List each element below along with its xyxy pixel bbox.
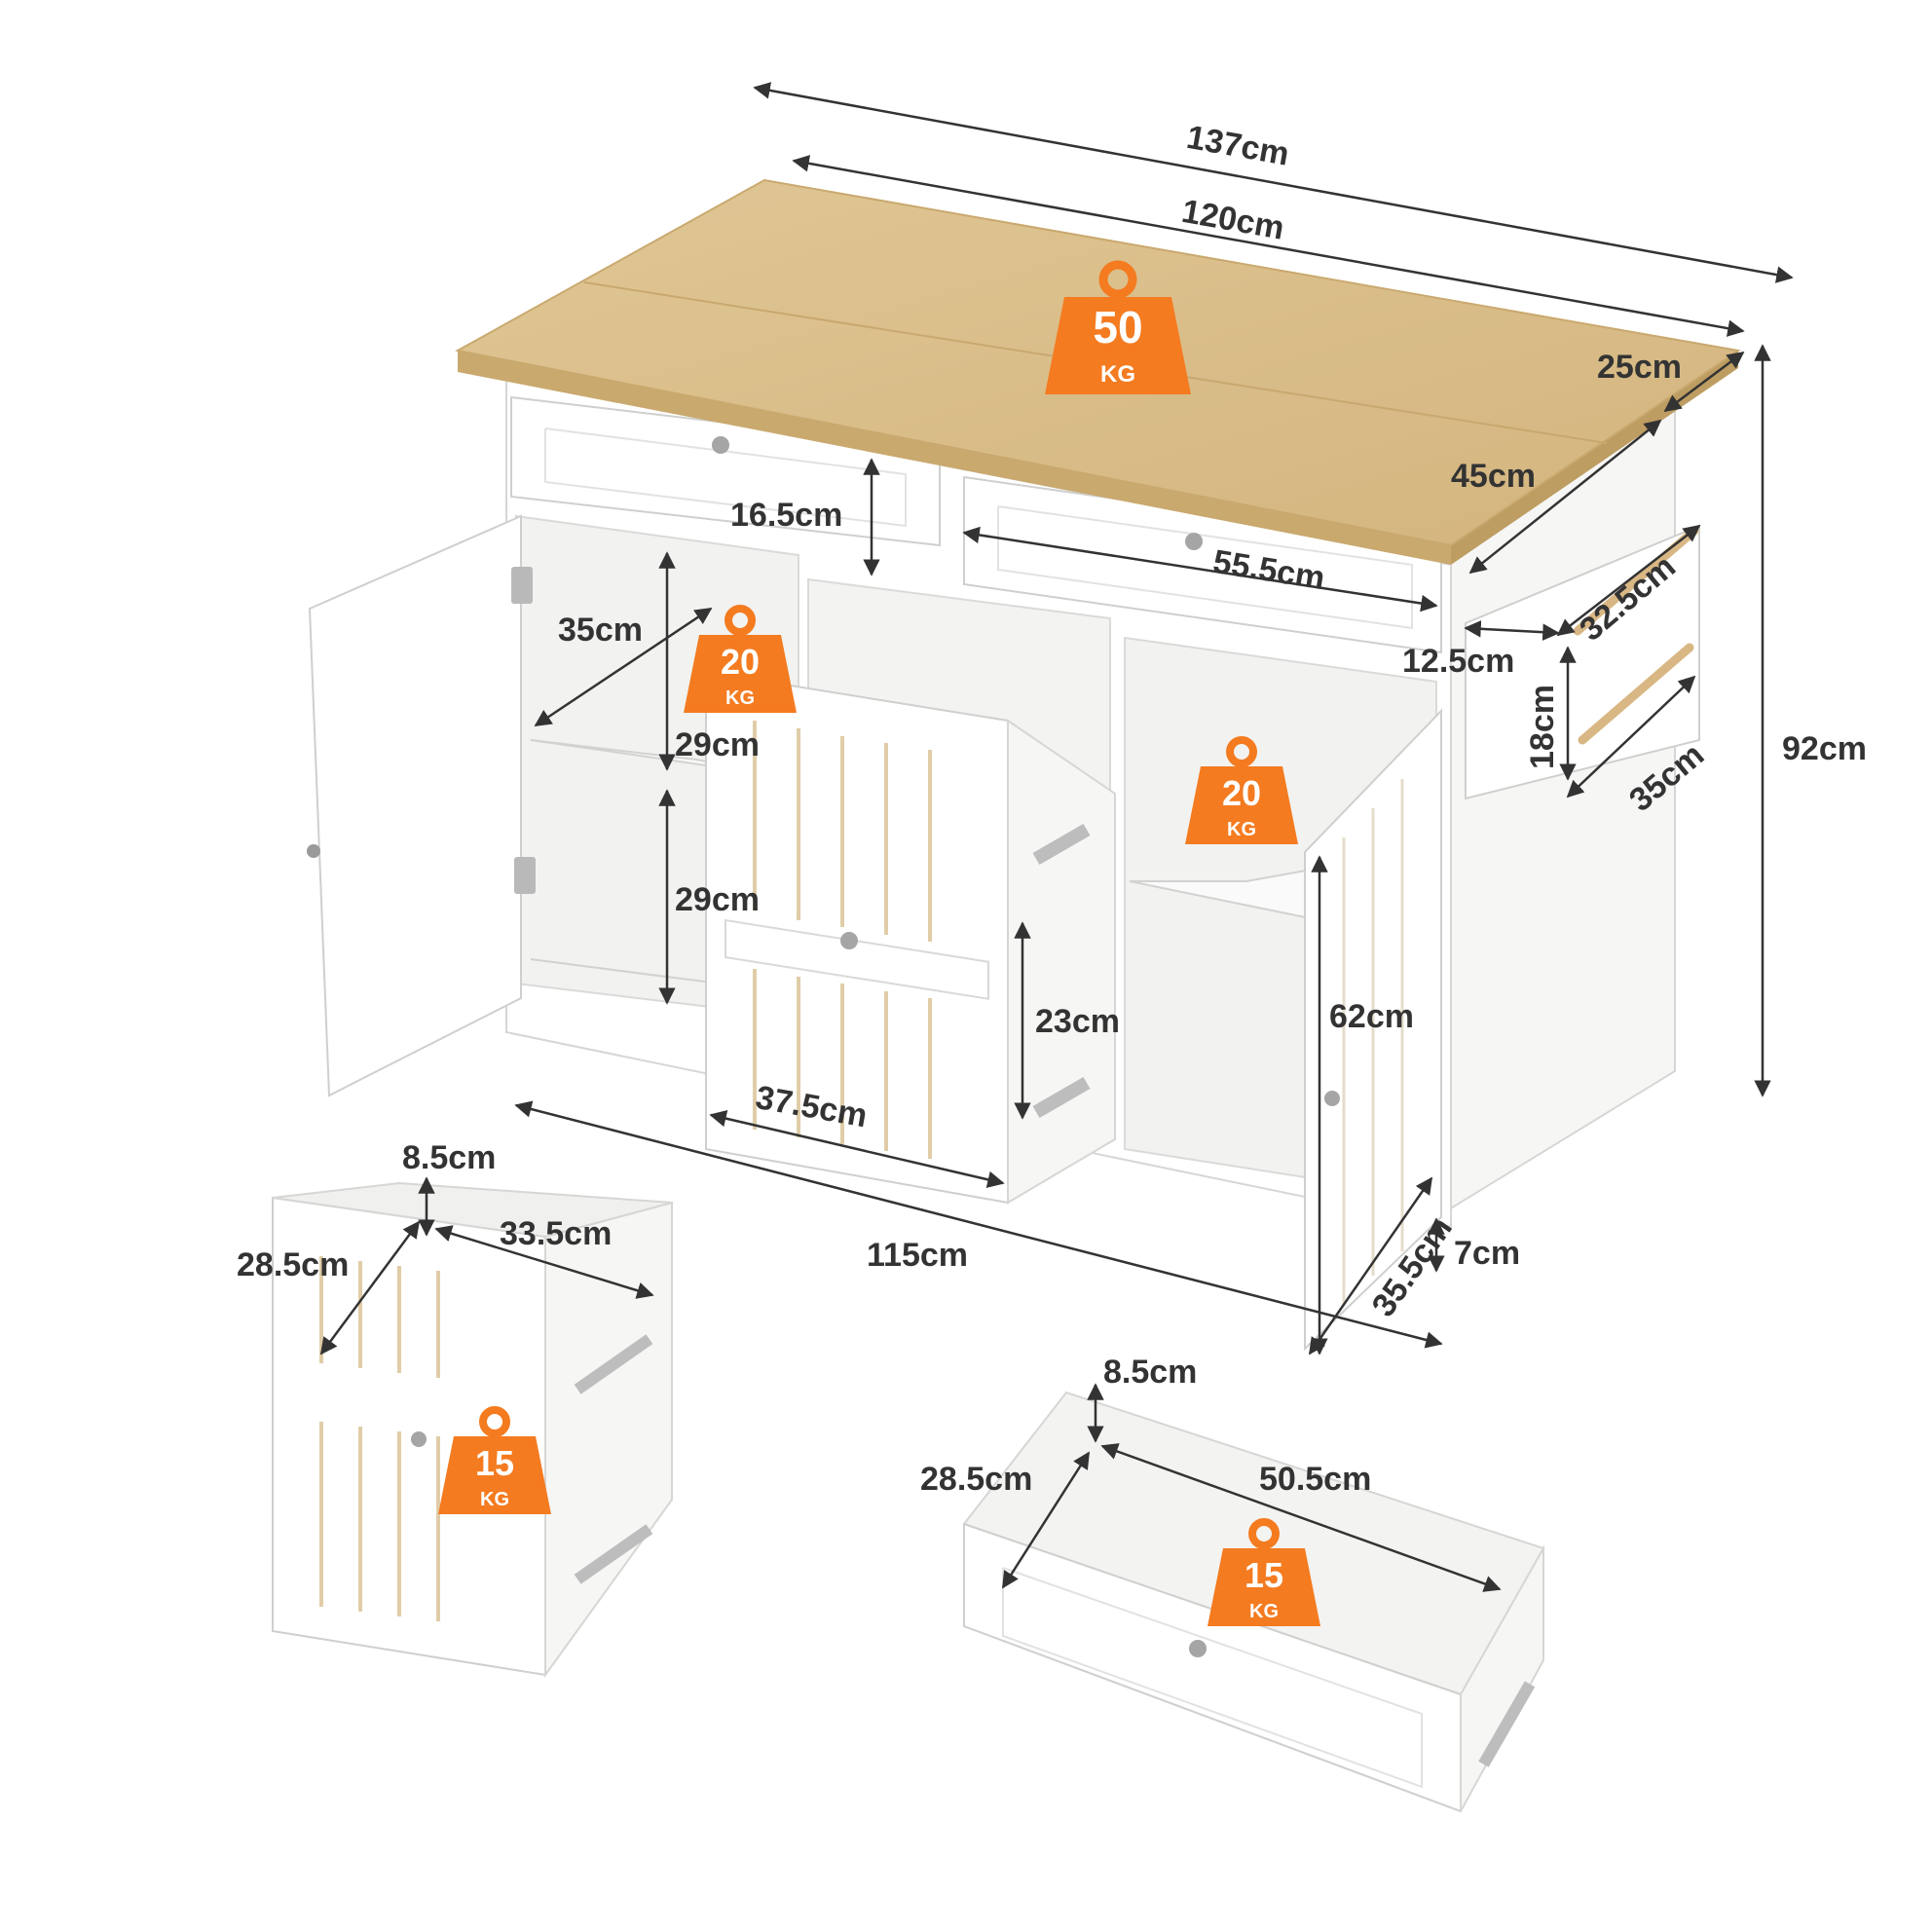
dimension-arrow-icon bbox=[792, 155, 1745, 337]
pullout-basket-side bbox=[1007, 719, 1116, 1205]
dimension-arrow-icon bbox=[319, 1220, 421, 1355]
dimension-arrow-icon bbox=[1308, 1176, 1433, 1355]
label-left-upper: 29cm bbox=[675, 726, 760, 763]
weight-value: 20 bbox=[721, 642, 760, 682]
weight-badge-left-shelf: 20 KG bbox=[684, 605, 797, 713]
weight-unit: KG bbox=[725, 687, 755, 709]
weight-badge-basket: 15 KG bbox=[438, 1406, 551, 1514]
dimension-arrow-icon bbox=[534, 607, 713, 727]
label-pullout-height: 23cm bbox=[1035, 1003, 1120, 1040]
knob-icon bbox=[1185, 533, 1203, 550]
weight-icon bbox=[1185, 736, 1298, 844]
knob-icon bbox=[712, 436, 729, 454]
label-side-height: 18cm bbox=[1524, 685, 1561, 769]
drawer-slide-icon bbox=[1478, 1681, 1536, 1767]
wooden-top-edge bbox=[458, 351, 1451, 565]
weight-badge-drawer: 15 KG bbox=[1208, 1518, 1320, 1626]
weight-unit: KG bbox=[480, 1489, 509, 1510]
weight-value: 15 bbox=[475, 1443, 514, 1483]
label-overall-height: 92cm bbox=[1782, 730, 1867, 767]
dimension-arrow-icon bbox=[1001, 1451, 1091, 1589]
knob-icon bbox=[307, 844, 320, 858]
dimension-arrow-icon bbox=[962, 526, 1438, 613]
hinge-icon bbox=[514, 857, 536, 894]
drawer-slide-icon bbox=[574, 1524, 653, 1584]
label-base-clearance: 7cm bbox=[1454, 1235, 1520, 1272]
drawer-slide-icon bbox=[1032, 823, 1091, 866]
weight-badge-right-shelf: 20 KG bbox=[1185, 736, 1298, 844]
label-right-door: 62cm bbox=[1329, 998, 1414, 1035]
weight-icon bbox=[438, 1406, 551, 1514]
dimension-arrow-icon bbox=[1663, 351, 1745, 413]
knob-icon bbox=[840, 932, 858, 949]
weight-icon bbox=[1208, 1518, 1320, 1626]
label-drawer-side: 8.5cm bbox=[1103, 1354, 1197, 1391]
label-drawer-box-width: 28.5cm bbox=[920, 1461, 1032, 1498]
weight-unit: KG bbox=[1227, 819, 1256, 840]
weight-icon bbox=[684, 605, 797, 713]
label-basket-depth: 33.5cm bbox=[500, 1215, 612, 1252]
label-drawer-height: 16.5cm bbox=[730, 497, 842, 534]
knob-icon bbox=[1324, 1091, 1340, 1106]
label-basket-width: 28.5cm bbox=[237, 1246, 349, 1283]
knob-icon bbox=[1189, 1640, 1207, 1657]
dimension-arrows bbox=[319, 82, 1794, 1592]
knob-icon bbox=[411, 1431, 427, 1447]
hinge-icon bbox=[511, 567, 533, 604]
label-left-lower: 29cm bbox=[675, 881, 760, 918]
label-body-length: 115cm bbox=[867, 1237, 968, 1274]
weight-unit: KG bbox=[1249, 1601, 1279, 1622]
label-drawer-length: 50.5cm bbox=[1259, 1461, 1371, 1498]
weight-value: 50 bbox=[1093, 302, 1142, 353]
label-overall-length: 137cm bbox=[1184, 119, 1292, 173]
label-top-depth: 45cm bbox=[1451, 458, 1536, 495]
dimension-arrow-icon bbox=[1464, 620, 1560, 641]
dimension-arrow-icon bbox=[1468, 419, 1662, 575]
weight-unit: KG bbox=[1100, 361, 1135, 388]
weight-icon bbox=[1045, 260, 1191, 394]
weight-badge-top: 50 KG bbox=[1045, 260, 1191, 394]
label-leaf-depth: 25cm bbox=[1597, 349, 1682, 386]
dimension-arrow-icon bbox=[514, 1100, 1443, 1349]
weight-value: 20 bbox=[1222, 773, 1261, 813]
dimension-arrow-icon bbox=[1100, 1443, 1502, 1592]
weight-value: 15 bbox=[1245, 1555, 1283, 1595]
label-side-gap: 12.5cm bbox=[1402, 643, 1514, 680]
left-cabinet-door bbox=[308, 514, 522, 1097]
dimension-arrow-icon bbox=[434, 1225, 654, 1299]
label-left-depth: 35cm bbox=[558, 612, 643, 649]
dimension-arrow-icon bbox=[1556, 524, 1701, 637]
drawer-slide-icon bbox=[574, 1334, 653, 1394]
dimension-arrow-icon bbox=[1566, 675, 1696, 798]
label-basket-tray: 8.5cm bbox=[402, 1139, 496, 1176]
